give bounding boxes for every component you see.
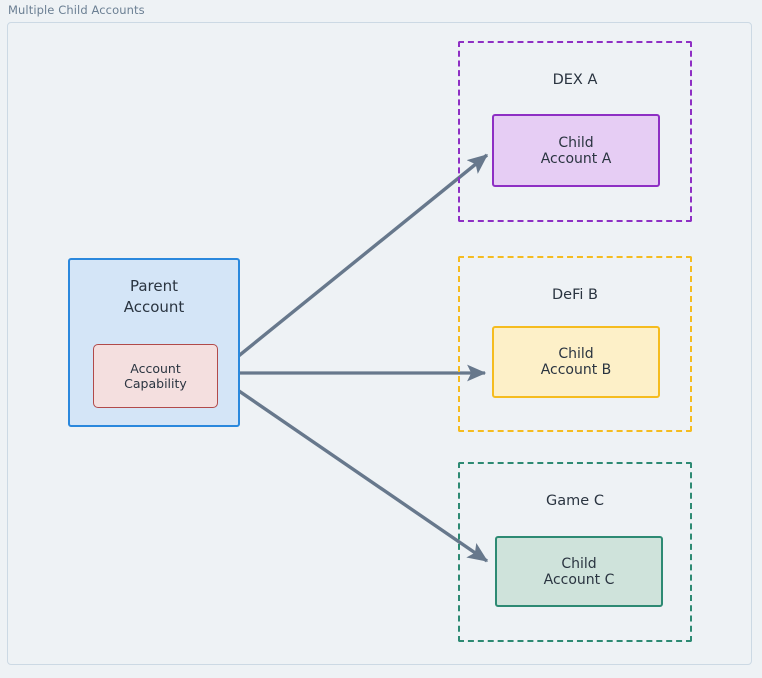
account-capability-label-line2: Capability xyxy=(124,376,187,391)
diagram-title: Multiple Child Accounts xyxy=(8,3,145,17)
node-child-account-a[interactable]: Child Account A xyxy=(492,114,660,187)
child-account-c-label-line2: Account C xyxy=(543,571,615,588)
node-child-account-b[interactable]: Child Account B xyxy=(492,326,660,398)
group-game-c-label: Game C xyxy=(546,493,604,509)
child-account-a-label-line2: Account A xyxy=(540,150,612,167)
child-account-c-label-line1: Child xyxy=(561,555,597,572)
group-dex-a[interactable]: DEX A xyxy=(458,41,692,222)
child-account-a-label-line1: Child xyxy=(558,134,594,151)
group-defi-b-label: DeFi B xyxy=(552,287,598,303)
parent-account-label-line1: Parent xyxy=(129,277,179,295)
child-account-b-label-line1: Child xyxy=(558,346,594,362)
child-account-b-label-line2: Account B xyxy=(540,362,612,378)
group-defi-b[interactable]: DeFi B xyxy=(458,256,692,432)
account-capability-label-line1: Account xyxy=(130,361,181,376)
node-account-capability[interactable]: Account Capability xyxy=(93,344,218,408)
group-game-c[interactable]: Game C xyxy=(458,462,692,642)
node-child-account-c[interactable]: Child Account C xyxy=(495,536,663,607)
parent-account-label-line2: Account xyxy=(123,298,185,317)
group-dex-a-label: DEX A xyxy=(552,72,598,88)
